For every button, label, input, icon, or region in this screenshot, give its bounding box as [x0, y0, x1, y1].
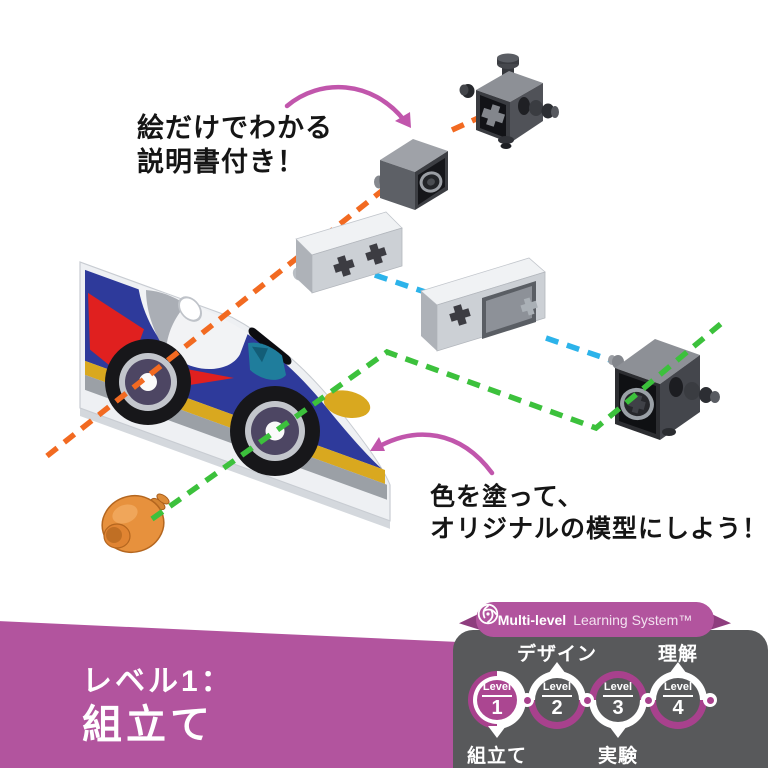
arrow-to-car [375, 432, 495, 476]
level-4-tier: Level [662, 681, 694, 697]
level-1-tier: Level [481, 681, 513, 697]
level-connector-dot-2 [580, 693, 594, 707]
banner-level-title: レベル1： [82, 665, 234, 698]
green-dash-line [150, 319, 725, 522]
level-2-number: 2 [551, 696, 563, 719]
level-3-tier: Level [602, 681, 634, 697]
cyan-dash-line-1 [353, 265, 435, 298]
cyan-dash-line-2 [545, 335, 611, 363]
level-banner [0, 621, 470, 768]
instructions-note-line1: 絵だけでわかる [137, 113, 333, 143]
paint-note: 色を塗って、 オリジナルの模型にしよう！ [430, 482, 768, 546]
learning-system-title-strong: Multi-level [497, 611, 567, 628]
level-1-circle: Level 1 [468, 671, 526, 738]
level-2-circle: Level 2 [528, 662, 586, 729]
car-cutout-panel [79, 261, 391, 529]
arrow-to-cube [284, 84, 407, 123]
level-3-label: 実験 [597, 746, 639, 767]
learning-system-pill: Multi-level Learning System™ [476, 602, 714, 637]
paint-note-line2: オリジナルの模型にしよう！ [430, 514, 768, 543]
car-front-wheel [105, 339, 191, 425]
connector-block-silver-2 [420, 257, 546, 352]
orange-knob-part [101, 493, 170, 553]
level-connector-dot-1 [520, 693, 534, 707]
connector-cube-left [374, 139, 448, 210]
annotation-arrows [284, 84, 495, 476]
level-2-label: デザイン [516, 644, 598, 665]
dotted-double-chevron-icon [3, 3, 53, 71]
level-2-pointer [548, 662, 566, 674]
level-4-label: 理解 [657, 644, 699, 665]
level-connector-dot-4 [703, 693, 717, 707]
connector-cube-top [459, 53, 559, 149]
level-2-tier: Level [541, 681, 573, 697]
level-4-pointer [669, 662, 687, 674]
car-nose-oval [323, 390, 371, 419]
instructions-note: 絵だけでわかる 説明書付き！ [137, 111, 333, 180]
car-hole [178, 296, 202, 322]
level-4-number: 4 [672, 696, 684, 719]
cross-hole [481, 104, 506, 127]
level-3-number: 3 [612, 696, 624, 719]
connector-cube-right [608, 339, 720, 440]
cycle-badge-icon [477, 603, 499, 625]
level-3-circle: Level 3 [589, 671, 647, 738]
level-1-label: 組立て [466, 746, 528, 767]
level-1-number: 1 [491, 696, 503, 719]
banner-level-subtitle: 組立て [82, 703, 214, 747]
level-4-circle: Level 4 [649, 662, 707, 729]
level-3-pointer [609, 726, 627, 738]
level-connector-dot-3 [641, 693, 655, 707]
learning-system-title-rest: Learning System™ [573, 611, 693, 628]
instructions-note-line2: 説明書付き！ [137, 147, 305, 178]
connector-block-silver-1 [292, 211, 403, 294]
level-1-pointer [488, 726, 506, 738]
paint-note-line1: 色を塗って、 [430, 483, 584, 511]
car-rear-wheel [230, 386, 320, 476]
